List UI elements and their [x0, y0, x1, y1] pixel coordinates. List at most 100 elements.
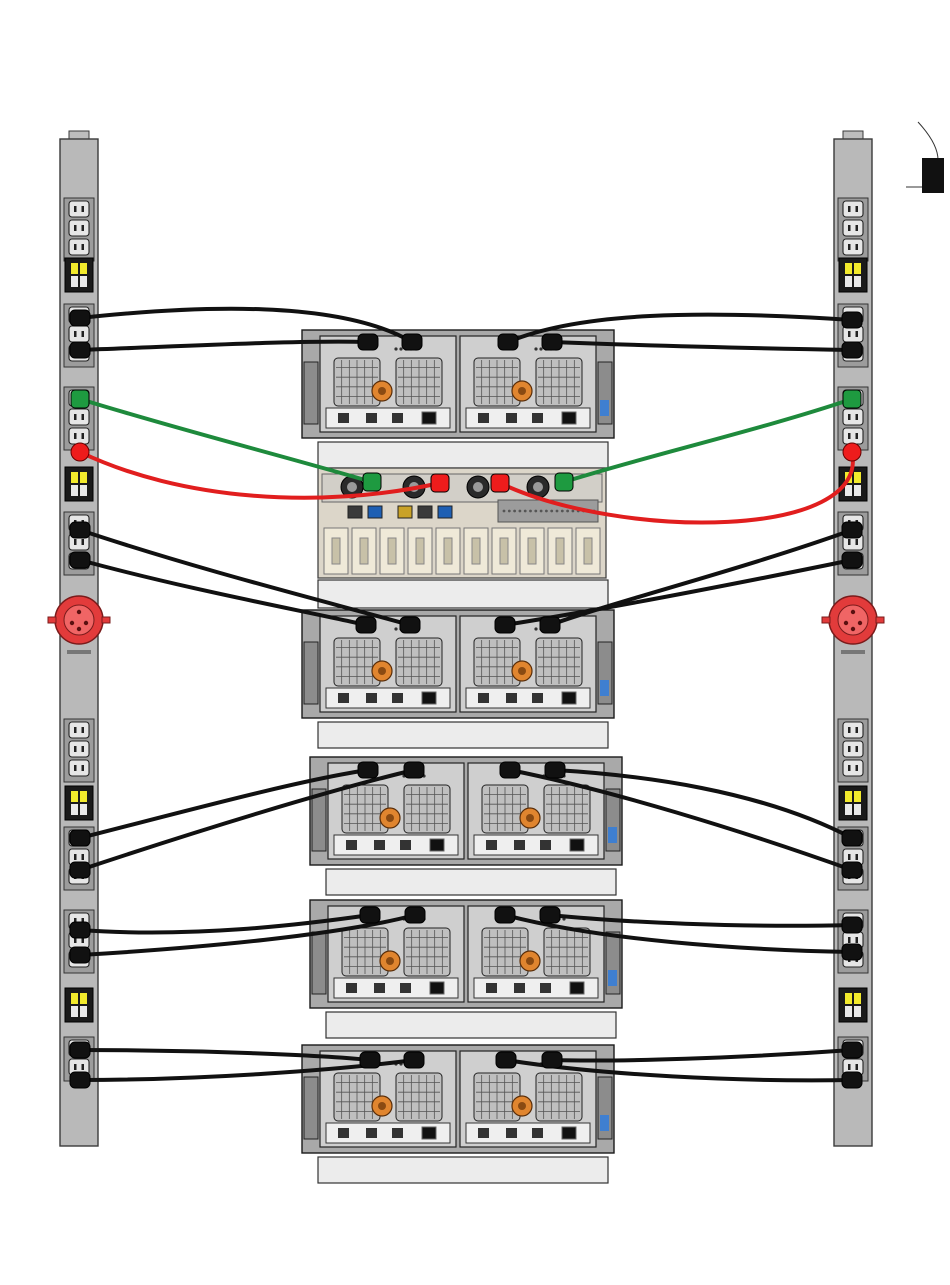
outlet-pin: [82, 414, 85, 420]
power-connector: [404, 1052, 424, 1068]
io-port: [368, 506, 382, 518]
power-outlet-icon: [843, 760, 863, 776]
slot-bracket: [500, 538, 508, 564]
fan-grille: [396, 358, 442, 406]
outlet-face: [843, 760, 863, 776]
power-connector: [842, 830, 862, 846]
io-port: [338, 1128, 349, 1138]
outlet-pin: [82, 854, 85, 860]
io-port: [540, 840, 551, 850]
outlet-pin: [856, 414, 859, 420]
breaker-switch: [854, 791, 861, 802]
io-port: [398, 506, 412, 518]
breaker-body: [65, 786, 93, 820]
circuit-breaker-icon: [65, 258, 93, 292]
power-connector: [70, 862, 90, 878]
outlet-pin: [74, 1064, 77, 1070]
outlet-pin: [74, 746, 77, 752]
fan-center: [473, 482, 483, 492]
power-connector: [70, 342, 90, 358]
power-connector: [842, 1042, 862, 1058]
green-connector: [71, 390, 89, 408]
outlet-pin: [848, 539, 851, 545]
outlet-pin: [74, 414, 77, 420]
outlet-pin: [82, 206, 85, 212]
slot-bracket: [332, 538, 340, 564]
vent-hole: [561, 510, 564, 513]
outlet-face: [843, 220, 863, 236]
red-connector: [431, 474, 449, 492]
power-plug-icon: [822, 596, 884, 644]
red-connector: [71, 443, 89, 461]
power-connector: [842, 342, 862, 358]
io-port: [400, 983, 411, 993]
breaker-switch: [71, 804, 78, 815]
outlet-pin: [74, 539, 77, 545]
outlet-pin: [82, 765, 85, 771]
outlet-pin: [74, 765, 77, 771]
fan-center: [378, 387, 386, 395]
power-outlet-icon: [69, 220, 89, 236]
breaker-switch: [80, 472, 87, 483]
fan-center: [533, 482, 543, 492]
fan-icon: [372, 381, 392, 401]
power-connector: [70, 522, 90, 538]
power-connector: [70, 1072, 90, 1088]
power-outlet-icon: [69, 760, 89, 776]
outlet-pin: [848, 854, 851, 860]
breaker-switch: [854, 276, 861, 287]
outlet-pin: [82, 1064, 85, 1070]
io-port: [348, 506, 362, 518]
outlet-pin: [856, 244, 859, 250]
fan-center: [518, 387, 526, 395]
vent-hole: [566, 510, 569, 513]
pdu-left: [48, 131, 110, 1146]
power-outlet-icon: [843, 741, 863, 757]
power-connector: [358, 334, 378, 350]
outlet-face: [69, 428, 89, 444]
io-port: [486, 983, 497, 993]
power-outlet-icon: [843, 201, 863, 217]
mounting-rail: [326, 1012, 616, 1038]
power-supply-module: [460, 336, 596, 432]
outlet-pin: [74, 433, 77, 439]
breaker-switch: [71, 263, 78, 274]
power-connector: [842, 1072, 862, 1088]
breaker-switch: [80, 804, 87, 815]
fan-grille: [474, 1073, 520, 1121]
fan-center: [386, 957, 394, 965]
outlet-pin: [848, 331, 851, 337]
breaker-switch: [71, 791, 78, 802]
fan-grille: [482, 928, 528, 976]
slot-bracket: [528, 538, 536, 564]
breaker-switch: [71, 1006, 78, 1017]
chassis-ear: [304, 362, 318, 424]
network-port: [422, 692, 436, 704]
fan-icon: [512, 661, 532, 681]
fan-grille: [404, 928, 450, 976]
breaker-switch: [80, 485, 87, 496]
outlet-face: [69, 220, 89, 236]
network-port: [562, 412, 576, 424]
network-port: [422, 412, 436, 424]
power-outlet-icon: [69, 428, 89, 444]
power-connector: [842, 917, 862, 933]
breaker-switch: [854, 472, 861, 483]
outlet-pin: [848, 433, 851, 439]
fan-icon: [467, 476, 489, 498]
outlet-group: [64, 910, 94, 973]
io-port: [532, 413, 543, 423]
power-connector: [70, 1042, 90, 1058]
power-connector: [545, 762, 565, 778]
chassis-ear: [304, 1077, 318, 1139]
io-port: [540, 983, 551, 993]
vent-hole: [519, 510, 522, 513]
breaker-switch: [845, 485, 852, 496]
outlet-pin: [848, 937, 851, 943]
black-square-icon: [906, 122, 944, 193]
power-connector: [542, 334, 562, 350]
breaker-switch: [80, 276, 87, 287]
fan-center: [518, 1102, 526, 1110]
power-connector: [358, 762, 378, 778]
